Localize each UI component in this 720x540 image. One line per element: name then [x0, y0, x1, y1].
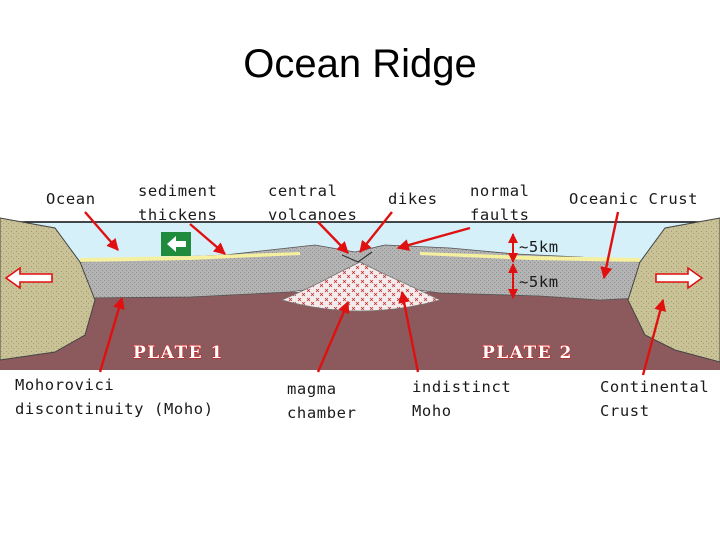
motion-arrow-right: [655, 266, 704, 290]
label-indistinct-line1: indistinct: [412, 378, 511, 396]
label-moho-line2: discontinuity (Moho): [15, 400, 214, 418]
pointer-continental-crust: [641, 298, 667, 376]
label-continental-line1: Continental: [600, 378, 709, 396]
label-ocean: Ocean: [46, 190, 96, 208]
label-plate-1: PLATE 1: [133, 343, 224, 363]
sediment-right: [420, 252, 640, 262]
continent-left: [0, 217, 96, 361]
label-dikes: dikes: [388, 190, 438, 208]
pointer-sediment: [189, 223, 226, 255]
pointer-central-volcanoes: [317, 221, 349, 254]
pointer-magma-chamber: [316, 300, 350, 373]
label-normal-line2: faults: [470, 206, 530, 224]
pointer-dikes: [359, 211, 393, 253]
sediment-left: [80, 252, 300, 262]
pointer-moho: [98, 296, 125, 373]
pointer-indistinct-moho: [398, 290, 420, 373]
label-moho-line1: Mohorovici: [15, 376, 114, 394]
label-continental-line2: Crust: [600, 402, 650, 420]
label-thickness-lower: ~5km: [519, 273, 559, 291]
label-oceanic-crust: Oceanic Crust: [569, 190, 698, 208]
motion-arrow-left: [4, 266, 53, 290]
label-magma-line2: chamber: [287, 404, 357, 422]
label-plate-2: PLATE 2: [482, 343, 573, 363]
label-thickness-upper: ~5km: [519, 238, 559, 256]
label-central-line2: volcanoes: [268, 206, 357, 224]
pointer-ocean: [84, 211, 119, 251]
rift-notch: [341, 251, 373, 263]
continent-right: [627, 217, 720, 363]
label-magma-line1: magma: [287, 380, 337, 398]
green-direction-sign: [161, 232, 191, 256]
label-normal-line1: normal: [470, 182, 530, 200]
label-central-line1: central: [268, 182, 338, 200]
label-sediment-line2: thickens: [138, 206, 217, 224]
label-sediment-line1: sediment: [138, 182, 217, 200]
pointer-normal-faults: [396, 226, 471, 251]
pointer-oceanic-crust: [600, 211, 620, 280]
label-indistinct-line2: Moho: [412, 402, 452, 420]
slide-title: Ocean Ridge: [243, 42, 477, 86]
